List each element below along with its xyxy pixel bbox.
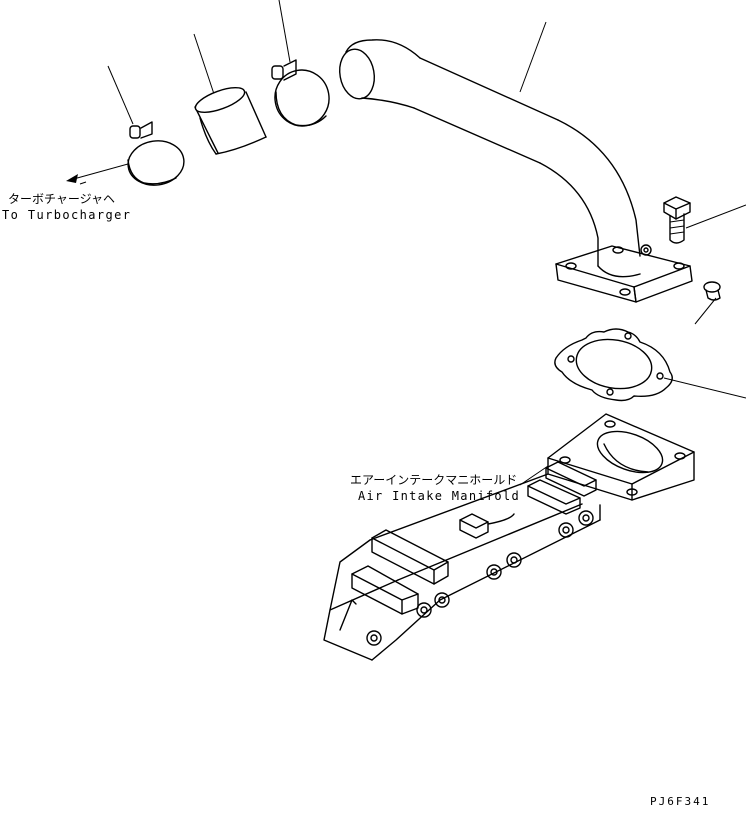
rubber-hose <box>194 87 267 155</box>
leader-bolt <box>685 204 746 229</box>
leader-gasket <box>663 377 746 399</box>
turbo-label-en: To Turbocharger <box>2 208 131 222</box>
pipe-flange <box>555 245 693 303</box>
leader-clamp-right <box>278 0 291 63</box>
flange-gasket <box>554 328 673 402</box>
drawing-code: PJ6F341 <box>650 795 710 808</box>
leader-clamp-left <box>107 65 134 125</box>
leader-plug <box>694 297 717 325</box>
leader-lines <box>107 0 746 399</box>
leader-manifold <box>519 465 549 486</box>
plug <box>703 281 721 301</box>
leader-pipe <box>519 21 547 93</box>
turbo-label-jp: ターボチャージャヘ <box>8 192 115 206</box>
turbocharger-arrow <box>66 163 129 185</box>
flange-bolt <box>663 196 691 244</box>
air-intake-manifold <box>323 413 695 661</box>
hose-clamp-right <box>271 59 330 127</box>
intake-pipe <box>339 39 652 278</box>
hose-clamp-left <box>127 121 185 186</box>
leader-hose <box>193 33 215 95</box>
manifold-label-jp: エアーインテークマニホールド <box>350 473 517 487</box>
manifold-label-en: Air Intake Manifold <box>358 489 520 503</box>
